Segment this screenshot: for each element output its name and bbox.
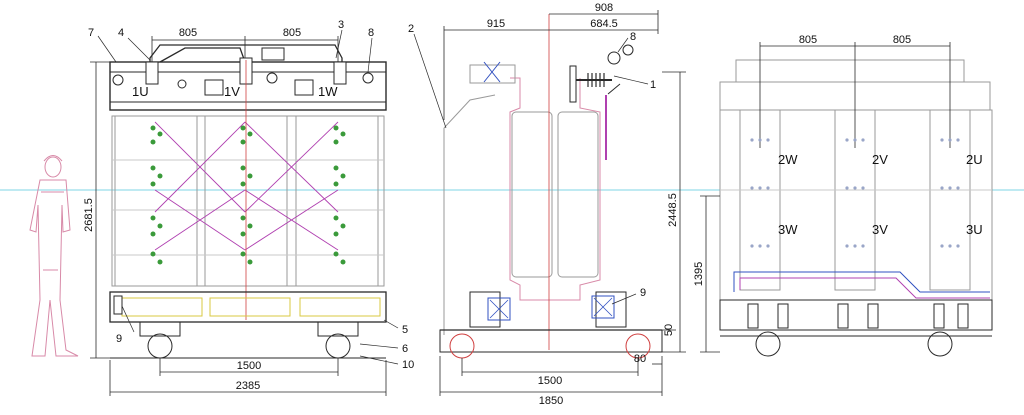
winding-2v: 2V [872, 152, 888, 167]
side-dim-overall-length: 1850 [539, 395, 563, 407]
side-dim-684-5: 684.5 [590, 18, 618, 30]
winding-3u: 3U [966, 222, 983, 237]
terminal-1w: 1W [318, 84, 338, 99]
front-dim-805-left: 805 [179, 27, 197, 39]
side-dim-908: 908 [595, 2, 613, 14]
side-dim-50: 50 [663, 324, 675, 336]
rear-dim-805-left: 805 [799, 34, 817, 46]
front-callout-8: 8 [368, 27, 374, 39]
terminal-1v: 1V [224, 84, 240, 99]
side-callout-1: 1 [650, 79, 656, 91]
front-callout-3: 3 [338, 19, 344, 31]
front-dim-height: 2681.5 [83, 198, 95, 232]
side-dim-wheelbase: 1500 [538, 375, 562, 387]
front-dim-wheelbase: 1500 [237, 360, 261, 372]
side-callout-2: 2 [408, 23, 414, 35]
rear-dim-height: 1395 [693, 262, 705, 286]
front-callout-6: 6 [402, 343, 408, 355]
front-dim-overall-width: 2385 [236, 380, 260, 392]
front-callout-5: 5 [402, 324, 408, 336]
side-dim-915: 915 [487, 18, 505, 30]
front-callout-4: 4 [118, 27, 124, 39]
winding-3v: 3V [872, 222, 888, 237]
side-view [413, 10, 686, 396]
front-callout-9: 9 [116, 333, 122, 345]
front-callout-7: 7 [88, 27, 94, 39]
winding-3w: 3W [778, 222, 798, 237]
side-callout-9: 9 [640, 287, 646, 299]
winding-2u: 2U [966, 152, 983, 167]
rear-view [700, 42, 993, 357]
human-figure [29, 155, 79, 357]
front-dim-805-right: 805 [283, 27, 301, 39]
rear-dim-805-right: 805 [893, 34, 911, 46]
winding-2w: 2W [778, 152, 798, 167]
side-dim-height: 2448.5 [667, 193, 679, 227]
terminal-1u: 1U [132, 84, 149, 99]
front-view [90, 29, 399, 396]
side-dim-80: 80 [634, 353, 646, 365]
front-callout-10: 10 [402, 359, 414, 371]
side-callout-8: 8 [630, 31, 636, 43]
